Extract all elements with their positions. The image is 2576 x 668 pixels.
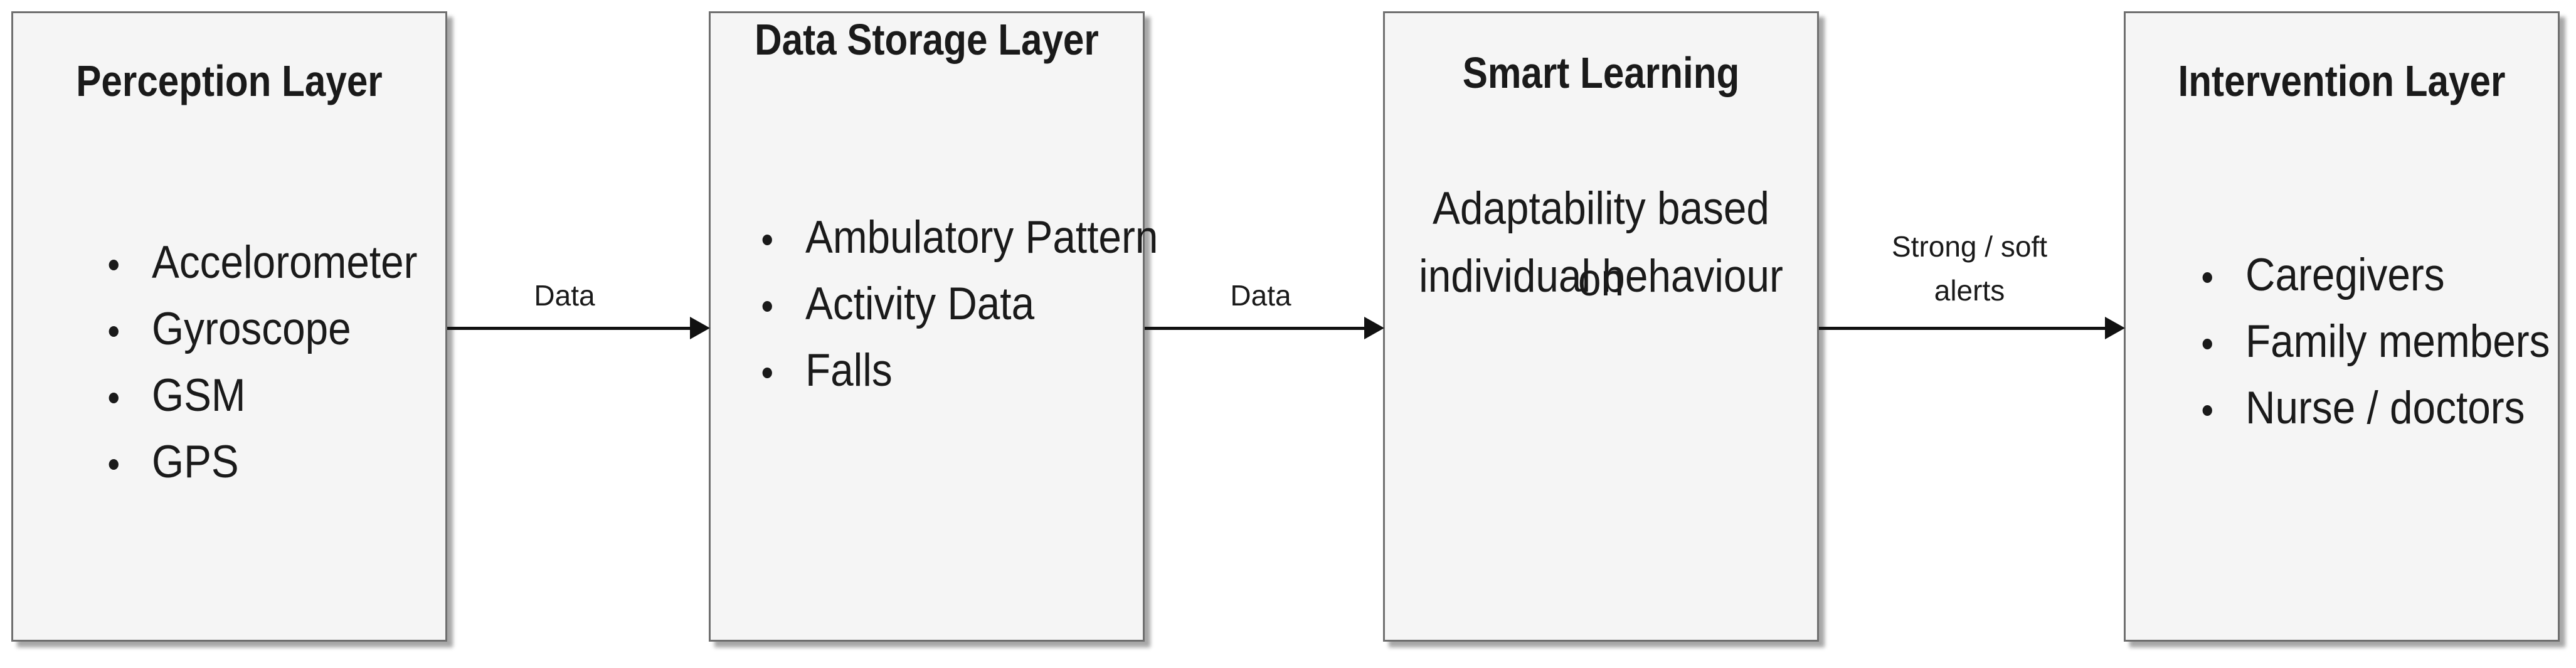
smart-learning-box: Smart Learning Adaptability based on ind… [1383, 11, 1819, 642]
data-storage-layer-box: Data Storage Layer Ambulatory Pattern Ac… [709, 11, 1158, 642]
smart-learning-title: Smart Learning [1462, 48, 1740, 97]
smart-learning-description-line-1: Adaptability based on [1433, 183, 1769, 305]
intervention-layer-title: Intervention Layer [2178, 56, 2506, 105]
edge-label-alerts-line-2: alerts [1934, 274, 2005, 307]
list-item: Caregivers [2195, 242, 2550, 309]
edge-label-data-2: Data [1230, 279, 1291, 312]
smart-learning-description-line-2: individual behaviour [1419, 251, 1783, 302]
list-item: Nurse / doctors [2195, 375, 2550, 442]
arrow-perception-to-storage [447, 327, 692, 330]
arrow-storage-to-learning [1145, 327, 1367, 330]
list-item: Accelorometer [101, 230, 418, 296]
perception-layer-title: Perception Layer [76, 56, 383, 105]
list-item: GSM [101, 363, 418, 429]
data-storage-layer-title: Data Storage Layer [755, 15, 1099, 64]
list-item: Activity Data [755, 271, 1158, 337]
perception-layer-list: Accelorometer Gyroscope GSM GPS [101, 230, 453, 496]
arrowhead-icon [1364, 317, 1384, 339]
arrow-learning-to-intervention [1819, 327, 2107, 330]
data-storage-layer-list: Ambulatory Pattern Activity Data Falls [755, 204, 1203, 404]
list-item: GPS [101, 429, 418, 496]
list-item: Falls [755, 337, 1158, 404]
arrowhead-icon [690, 317, 710, 339]
list-item: Gyroscope [101, 296, 418, 363]
list-item: Family members [2195, 309, 2550, 375]
intervention-layer-box: Intervention Layer Caregivers Family mem… [2124, 11, 2560, 642]
intervention-layer-list: Caregivers Family members Nurse / doctor… [2195, 242, 2576, 442]
edge-label-alerts-line-1: Strong / soft [1891, 230, 2047, 263]
perception-layer-box: Perception Layer Accelorometer Gyroscope… [11, 11, 447, 642]
arrowhead-icon [2105, 317, 2125, 339]
edge-label-data-1: Data [534, 279, 595, 312]
list-item: Ambulatory Pattern [755, 204, 1158, 271]
